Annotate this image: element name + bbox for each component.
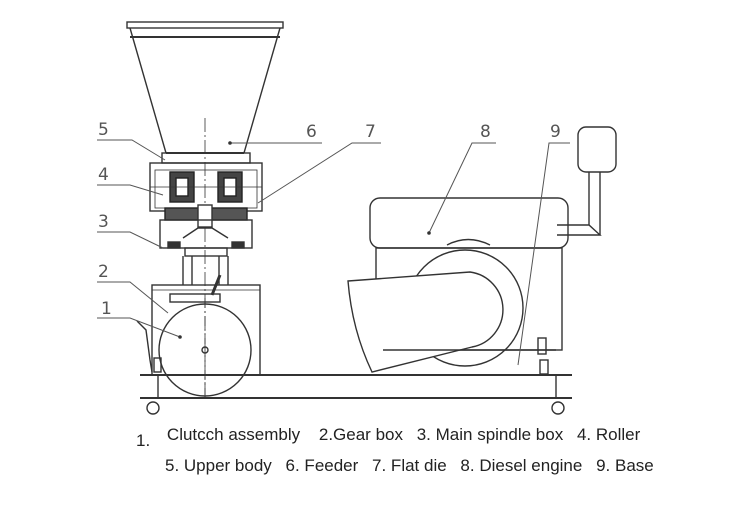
legend-line-1: 1. Clutcch assembly 2.Gear box 3. Main s… — [136, 425, 649, 450]
legend-item-1-number: 1. — [136, 431, 151, 450]
callout-9: 9 — [550, 122, 561, 142]
legend-item-6: 6. Feeder — [285, 456, 359, 475]
callout-6: 6 — [306, 122, 317, 142]
legend-item-7: 7. Flat die — [372, 456, 447, 475]
leader-5 — [97, 139, 166, 161]
leader-1 — [97, 317, 181, 338]
callout-1: 1 — [101, 299, 112, 319]
legend-item-2: 2.Gear box — [318, 425, 403, 444]
leader-2 — [97, 281, 169, 314]
legend-item-8: 8. Diesel engine — [460, 456, 583, 475]
callout-7: 7 — [365, 122, 376, 142]
legend-item-1: Clutcch assembly — [166, 425, 301, 444]
callout-5: 5 — [98, 120, 109, 140]
legend-item-3: 3. Main spindle box — [416, 425, 564, 444]
callout-3: 3 — [98, 212, 109, 232]
base-frame — [140, 337, 572, 415]
callout-2: 2 — [98, 262, 109, 282]
callout-4: 4 — [98, 165, 109, 185]
clutch-assembly — [136, 298, 252, 400]
main-spindle-box — [159, 219, 253, 285]
leader-7 — [257, 142, 381, 204]
gear-box — [151, 274, 261, 376]
leader-3 — [97, 231, 164, 249]
leader-9 — [517, 142, 570, 366]
diesel-engine — [347, 126, 617, 373]
callout-numbers: 5 4 3 2 1 6 7 8 9 — [98, 120, 561, 319]
callout-8: 8 — [480, 122, 491, 142]
legend-line-2: 5. Upper body 6. Feeder 7. Flat die 8. D… — [165, 456, 663, 476]
legend-item-5: 5. Upper body — [165, 456, 272, 475]
leader-4 — [97, 184, 164, 196]
leader-8 — [428, 142, 496, 234]
legend-item-4: 4. Roller — [576, 425, 641, 444]
leader-lines — [97, 139, 570, 366]
upper-body — [149, 152, 263, 228]
legend-item-9: 9. Base — [596, 456, 654, 475]
